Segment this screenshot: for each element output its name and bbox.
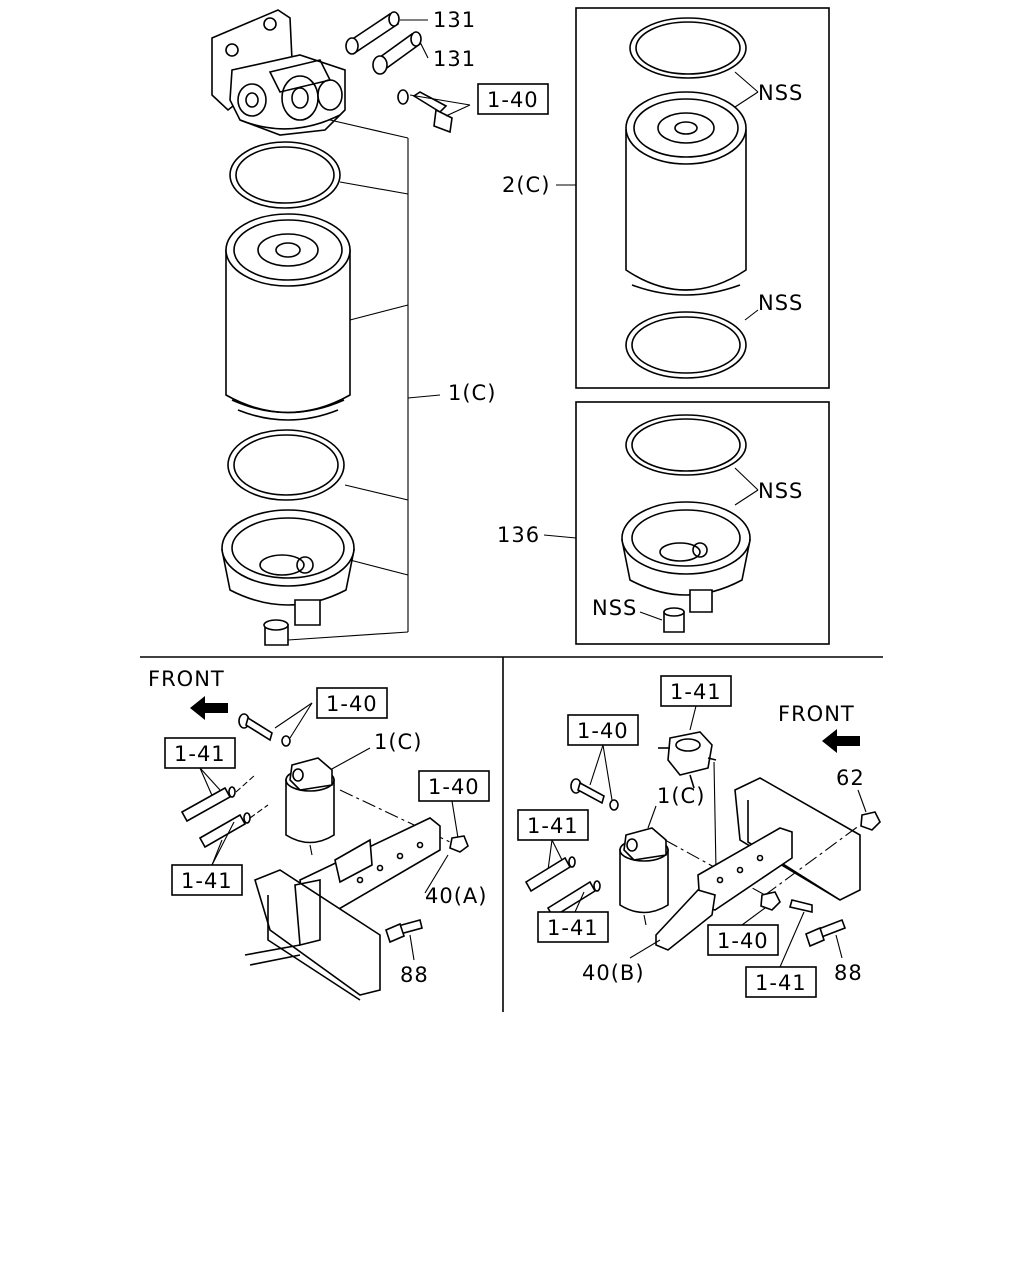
part-131-label-b: 131 — [433, 47, 476, 71]
nut-left — [449, 835, 469, 853]
ref-1-40-right-b-label: 1-40 — [717, 929, 769, 953]
part-88-right-label: 88 — [834, 961, 863, 985]
filter-o-ring-bottom — [227, 429, 345, 501]
part-40a-label: 40(A) — [425, 884, 487, 908]
panel-2c — [575, 7, 830, 389]
frame-rail-right — [734, 777, 861, 901]
filter-head — [211, 9, 346, 136]
ref-1-40-left-a-label: 1-40 — [326, 692, 378, 716]
ref-box-1-41-left-b — [171, 864, 243, 896]
panel-136 — [575, 401, 830, 645]
ref-1-41-left-a-label: 1-41 — [174, 742, 226, 766]
fuel-filter-element — [225, 213, 351, 421]
part-40b-label: 40(B) — [582, 961, 645, 985]
ref-box-1-41-right-d — [745, 966, 817, 998]
front-arrow-right-icon — [822, 729, 860, 753]
head-bolt — [397, 89, 453, 134]
front-label-left: FRONT — [148, 667, 225, 691]
nss-ring-2c-bottom — [625, 311, 747, 379]
hose-right — [524, 856, 601, 919]
ref-1-40-top-label: 1-40 — [487, 88, 539, 112]
bolt-88-left — [385, 919, 423, 944]
nss-ring-136 — [625, 414, 747, 476]
ref-box-1-40-top — [477, 83, 549, 115]
bolt-left-a — [238, 713, 291, 747]
priming-pump — [658, 731, 717, 789]
ref-box-1-40-left-b — [418, 770, 490, 802]
nss-136-plug-label: NSS — [592, 596, 637, 620]
hose-left-a — [180, 786, 251, 849]
front-label-right: FRONT — [778, 702, 855, 726]
nss-ring-2c-top — [629, 17, 747, 79]
nut-right — [760, 891, 781, 911]
part-1c-label: 1(C) — [448, 381, 496, 405]
ref-1-41-right-c-label: 1-41 — [547, 916, 599, 940]
ref-box-1-41-right-b — [517, 809, 589, 841]
ref-1-41-right-b-label: 1-41 — [527, 814, 579, 838]
part-136-label: 136 — [497, 523, 540, 547]
ref-box-1-40-right-b — [707, 924, 779, 956]
bracket-40b — [655, 827, 793, 951]
nss-2c-top-label: NSS — [758, 81, 803, 105]
part-1c-left-label: 1(C) — [374, 730, 422, 754]
drain-plug-136 — [663, 607, 685, 633]
bracket-1c — [287, 119, 441, 641]
hose-fitting-131-a — [345, 11, 400, 55]
filter-bowl — [221, 509, 355, 626]
ref-box-1-40-right-a — [567, 714, 639, 746]
part-1c-right-label: 1(C) — [657, 784, 705, 808]
hose-fitting-131-b — [372, 31, 422, 75]
bolt-right-a — [570, 778, 619, 811]
replacement-filter-2c — [625, 91, 747, 296]
ref-box-1-41-right-c — [537, 911, 609, 943]
nss-136-ring-label: NSS — [758, 479, 803, 503]
bowl-136 — [621, 501, 751, 613]
pin-right — [788, 899, 813, 914]
ref-1-40-left-b-label: 1-40 — [428, 775, 480, 799]
ref-1-41-right-d-label: 1-41 — [755, 971, 807, 995]
nss-2c-bottom-label: NSS — [758, 291, 803, 315]
part-131-label-a: 131 — [433, 8, 476, 32]
frame-rail-left — [244, 869, 381, 1001]
filter-assembly-right — [619, 827, 669, 926]
bolt-88-right — [805, 918, 847, 948]
drain-plug — [263, 619, 289, 646]
part-62-label: 62 — [836, 766, 865, 790]
front-arrow-left-icon — [190, 696, 228, 720]
nut-62 — [860, 811, 881, 831]
ref-1-41-left-b-label: 1-41 — [181, 869, 233, 893]
ref-1-41-right-a-label: 1-41 — [670, 680, 722, 704]
ref-1-40-right-a-label: 1-40 — [577, 719, 629, 743]
part-2c-label: 2(C) — [502, 173, 550, 197]
part-88-left-label: 88 — [400, 963, 429, 987]
ref-box-1-40-left-a — [316, 687, 388, 719]
filter-assembly-left — [285, 757, 335, 856]
filter-o-ring-top — [229, 141, 341, 209]
